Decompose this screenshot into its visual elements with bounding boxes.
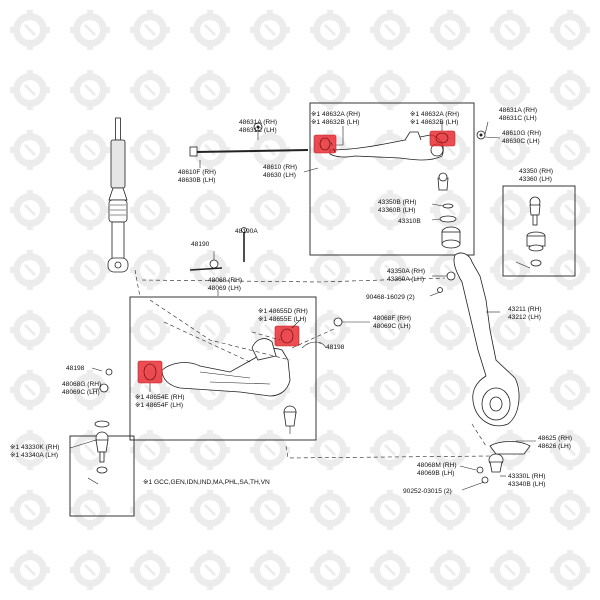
label-cam-a-lh-right: 48631C (LH): [499, 115, 537, 122]
label-bolt-f-rh: 48610F (RH): [178, 169, 216, 176]
label-ball-l-rh: 43330L (RH): [508, 473, 546, 480]
label-ua-bush-lh-1: ※1 48632B (LH): [311, 119, 359, 126]
label-bolt-f-lh: 48630B (LH): [178, 177, 215, 184]
label-cam-a-rh-right: 48631A (RH): [499, 107, 537, 114]
label-lower-b-lh: 48069B (LH): [417, 470, 454, 477]
label-upper-arm-lh: 48630 (LH): [263, 172, 296, 179]
label-nut-90252: 90252-03015 (2): [403, 488, 452, 495]
label-bush-d-rh: ※1 48655D (RH): [258, 308, 308, 315]
label-knuckle-lh: 43212 (LH): [508, 314, 541, 321]
lower-arm-cam-right: [333, 317, 343, 327]
upper-arm-bushing-rear: [429, 130, 456, 147]
label-ball-a-rh: 43350A (RH): [387, 268, 425, 275]
upper-arm-bushing-front: [313, 134, 337, 154]
label-ball-b-lh: 43360B (LH): [378, 207, 415, 214]
label-cam-c-lh-left: 48069C (LH): [62, 389, 100, 396]
upper-arm-box: [309, 102, 475, 256]
label-ua-bush-rh-2: ※1 48632A (RH): [410, 111, 459, 118]
label-ball-k-rh: ※1 43330K (RH): [10, 444, 60, 451]
label-bush-e-rh: ※1 48654E (RH): [135, 394, 185, 401]
lower-arm-box: [129, 296, 317, 441]
label-upper-arm-rh: 48610 (RH): [263, 164, 297, 171]
footnote: ※1 GCC,GEN,IDN,IND,MA,PHL,SA,TH,VN: [143, 479, 270, 486]
label-nut-90468: 90468-16029 (2): [366, 294, 415, 301]
label-ball-b340-lh: 43340B (LH): [508, 481, 545, 488]
left-ball-joint-parts: [87, 420, 110, 485]
label-cam-a-rh-top: 48631A (RH): [239, 119, 277, 126]
upper-ball-joint-parts: [437, 172, 461, 249]
label-cam-c-lh: 48069C (LH): [373, 323, 411, 330]
label-ball-b-rh: 43350B (RH): [378, 199, 416, 206]
lower-arm-washer-left: [99, 383, 109, 393]
label-lower-arm-rh: 48068 (RH): [208, 277, 242, 284]
lower-ball-joint-parts: [476, 441, 531, 484]
shock-absorber: [107, 117, 129, 273]
label-washer-48198-left: 48198: [66, 365, 85, 372]
label-washer-48198-right: 48198: [326, 344, 345, 351]
label-bolt-g-lh: 48630C (LH): [502, 138, 540, 145]
label-cam-a-lh-top: 48631C (LH): [239, 127, 277, 134]
label-ua-bush-lh-2: ※1 48632B (LH): [410, 119, 458, 126]
label-boot-43310b: 43310B: [398, 218, 421, 225]
label-shim-lh: 48626 (LH): [538, 443, 571, 450]
label-bush-e-lh-top: ※1 48655E (LH): [258, 316, 306, 323]
label-ball-upper-lh: 43360 (LH): [519, 176, 552, 183]
label-cam-g-rh: 48068G (RH): [62, 381, 101, 388]
label-ua-bush-rh-1: ※1 48632A (RH): [311, 111, 360, 118]
right-ball-joint-parts: [515, 196, 546, 269]
label-lower-m-rh: 48068M (RH): [417, 462, 457, 469]
label-knuckle-rh: 43211 (RH): [508, 306, 542, 313]
steering-knuckle: [437, 252, 520, 427]
upper-control-arm: [329, 131, 444, 161]
label-stabilizer-48190a: 48190A: [235, 228, 258, 235]
upper-arm-bolt: [189, 122, 309, 157]
label-bush-f-lh: ※1 48654F (LH): [135, 402, 183, 409]
label-ball-upper-rh: 43350 (RH): [519, 168, 553, 175]
lower-arm-bushing-rear: [274, 325, 300, 347]
label-ball-k-lh: ※1 43340A (LH): [10, 452, 58, 459]
label-shim-rh: 48625 (RH): [538, 435, 572, 442]
label-ball-a-lh: 43360A (LH): [387, 276, 424, 283]
label-stabilizer-48190: 48190: [191, 241, 210, 248]
label-bolt-g-rh: 48610G (RH): [502, 130, 541, 137]
lower-control-arm: [161, 338, 297, 434]
label-cam-f-rh: 48068F (RH): [373, 315, 411, 322]
label-lower-arm-lh: 48069 (LH): [208, 285, 241, 292]
right-ball-joint-box: [502, 185, 576, 277]
